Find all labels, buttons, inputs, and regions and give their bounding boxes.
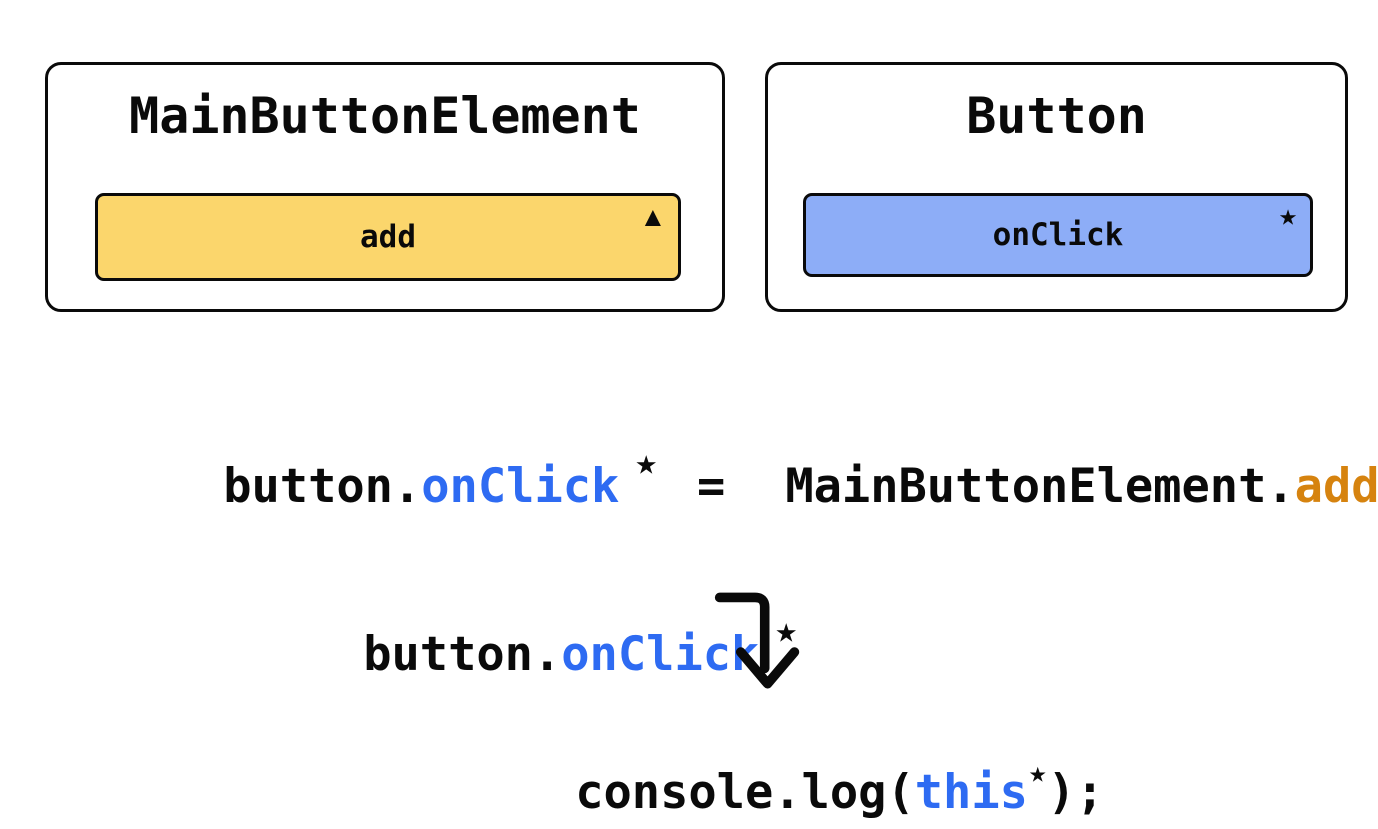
this-keyword-token: this bbox=[914, 765, 1028, 820]
lhs-object-token: button. bbox=[223, 459, 422, 514]
star-icon: ★ bbox=[775, 610, 798, 651]
add-button[interactable]: add ▲ bbox=[95, 193, 681, 281]
curved-arrow-icon bbox=[714, 592, 800, 689]
card-title: Button bbox=[966, 87, 1147, 145]
handler-code-line: button.onClick ★ bbox=[250, 572, 797, 737]
equals-token: = bbox=[697, 459, 726, 514]
star-icon: ★ bbox=[1028, 755, 1047, 789]
console-suffix-token: ); bbox=[1047, 765, 1104, 820]
add-button-label: add bbox=[360, 219, 416, 255]
onclick-button-label: onClick bbox=[992, 217, 1124, 253]
star-icon: ★ bbox=[1278, 198, 1297, 233]
console-prefix-token: console.log( bbox=[575, 765, 915, 820]
button-card: Button onClick ★ bbox=[765, 62, 1348, 312]
main-button-element-card: MainButtonElement add ▲ bbox=[45, 62, 725, 312]
onclick-button[interactable]: onClick ★ bbox=[803, 193, 1313, 277]
assignment-code-line: button.onClick★=MainButtonElement.add▲ bbox=[110, 404, 1378, 569]
star-icon: ★ bbox=[635, 442, 658, 483]
rhs-object-token: MainButtonElement. bbox=[785, 459, 1295, 514]
triangle-icon: ▲ bbox=[644, 201, 661, 232]
lhs-property-token: onClick bbox=[421, 459, 620, 514]
handler-object-token: button. bbox=[363, 627, 562, 682]
rhs-property-token: add bbox=[1294, 459, 1378, 514]
console-code-line: console.log(this★); bbox=[462, 710, 1104, 829]
handler-property-token: onClick bbox=[561, 627, 760, 682]
card-title: MainButtonElement bbox=[129, 87, 641, 145]
